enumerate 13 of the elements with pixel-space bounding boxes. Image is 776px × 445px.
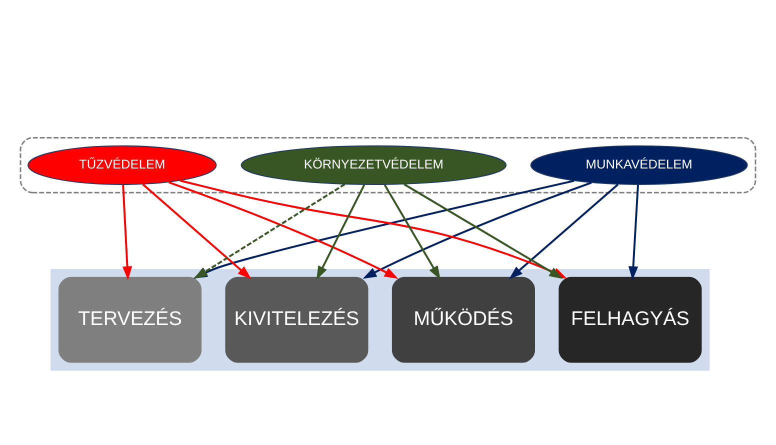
node-box: KIVITELEZÉS bbox=[225, 276, 368, 362]
arrow bbox=[628, 184, 639, 280]
cluster bbox=[20, 136, 756, 193]
node-ellipse: MUNKAVÉDELEM bbox=[530, 144, 748, 184]
node-box: TERVEZÉS bbox=[58, 276, 202, 362]
arrow bbox=[122, 184, 132, 280]
node-ellipse: TŰZVÉDELEM bbox=[27, 144, 217, 184]
arrow bbox=[404, 182, 564, 278]
arrow bbox=[384, 184, 440, 280]
arrow bbox=[316, 184, 366, 280]
node-ellipse: KÖRNYEZETVÉDELEM bbox=[240, 144, 507, 184]
node-box: FELHAGYÁS bbox=[558, 276, 702, 362]
node-box: MŰKÖDÉS bbox=[392, 276, 535, 362]
